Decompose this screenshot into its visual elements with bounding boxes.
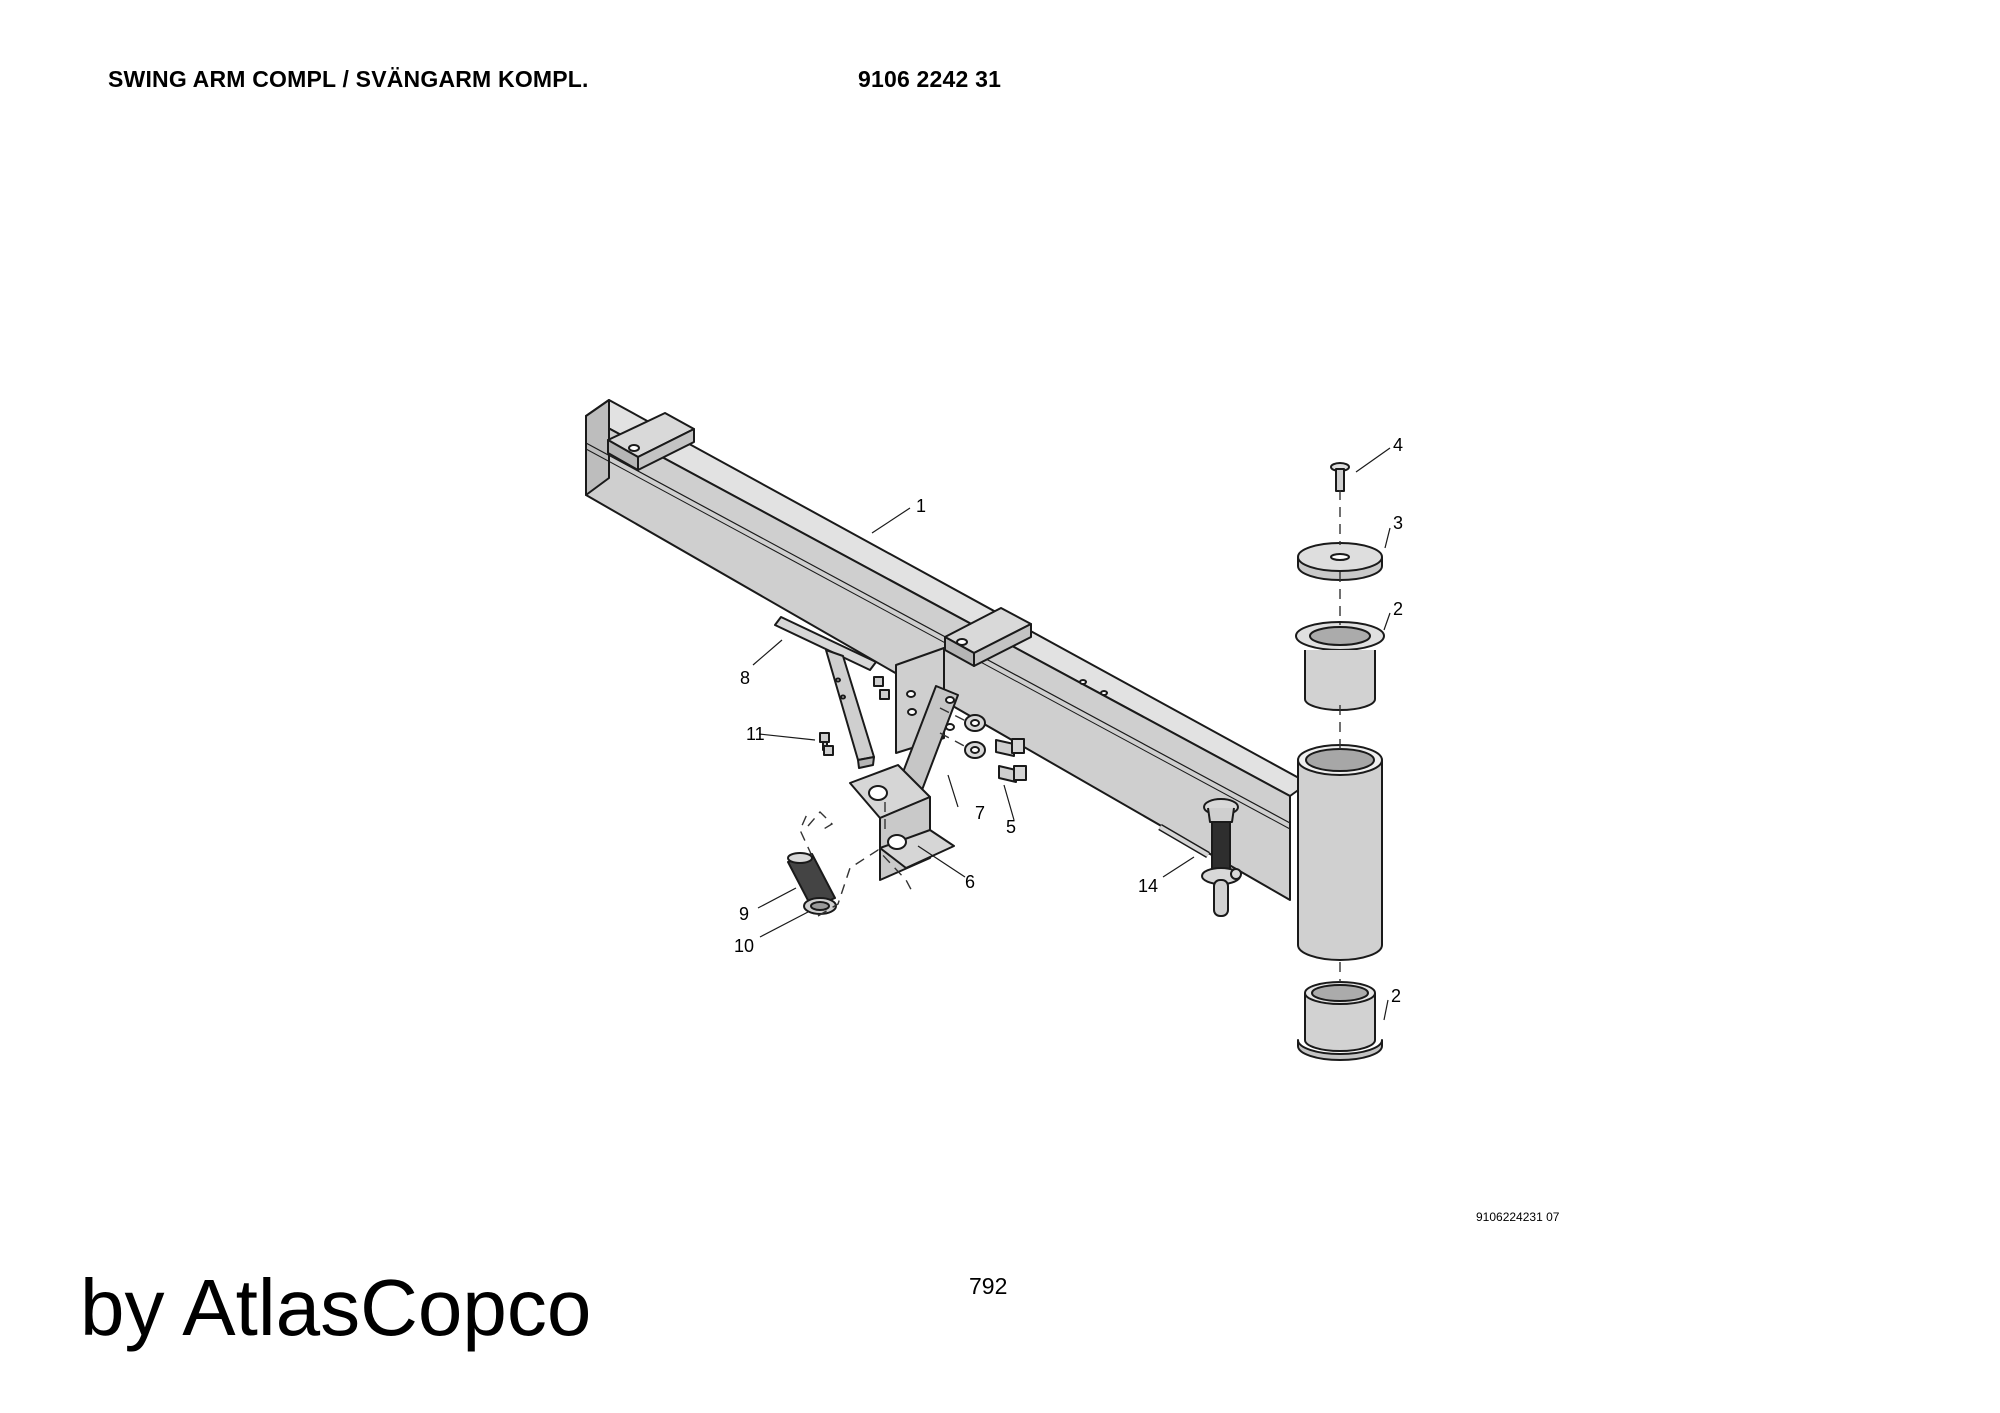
small-screws [819,676,890,756]
callout-2-upper: 2 [1393,599,1403,619]
callout-4: 4 [1393,435,1403,455]
assembly-lines [799,490,1341,982]
callout-9: 9 [739,904,749,924]
drawing-reference: 9106224231 07 [1476,1210,1560,1224]
pivot-tube [1297,744,1383,961]
callout-6: 6 [965,872,975,892]
callout-8: 8 [740,668,750,688]
page-number: 792 [969,1273,1008,1299]
callout-2-lower: 2 [1391,986,1401,1006]
stop-bar [774,616,877,769]
swing-arm-beam [585,399,1309,901]
leader-lines [752,447,1391,1021]
callout-11: 11 [746,724,765,744]
callout-10: 10 [734,936,754,956]
lower-bushing [1297,981,1383,1061]
spring-bolt-assembly [1158,798,1242,917]
callout-7: 7 [975,803,985,823]
cap-screw [1330,462,1350,492]
brand-watermark: by AtlasCopco [80,1263,592,1352]
bolts [995,738,1027,783]
part-number: 9106 2242 31 [858,66,1002,92]
callout-14: 14 [1138,876,1158,896]
callout-5: 5 [1006,817,1016,837]
document-title: SWING ARM COMPL / SVÄNGARM KOMPL. [108,66,589,92]
washers [964,714,986,759]
upper-bushing [1295,621,1385,711]
rubber-buffer [787,852,837,915]
callout-1: 1 [916,496,926,516]
mounting-bracket [849,647,959,881]
callout-3: 3 [1393,513,1403,533]
end-cap [1297,542,1383,581]
